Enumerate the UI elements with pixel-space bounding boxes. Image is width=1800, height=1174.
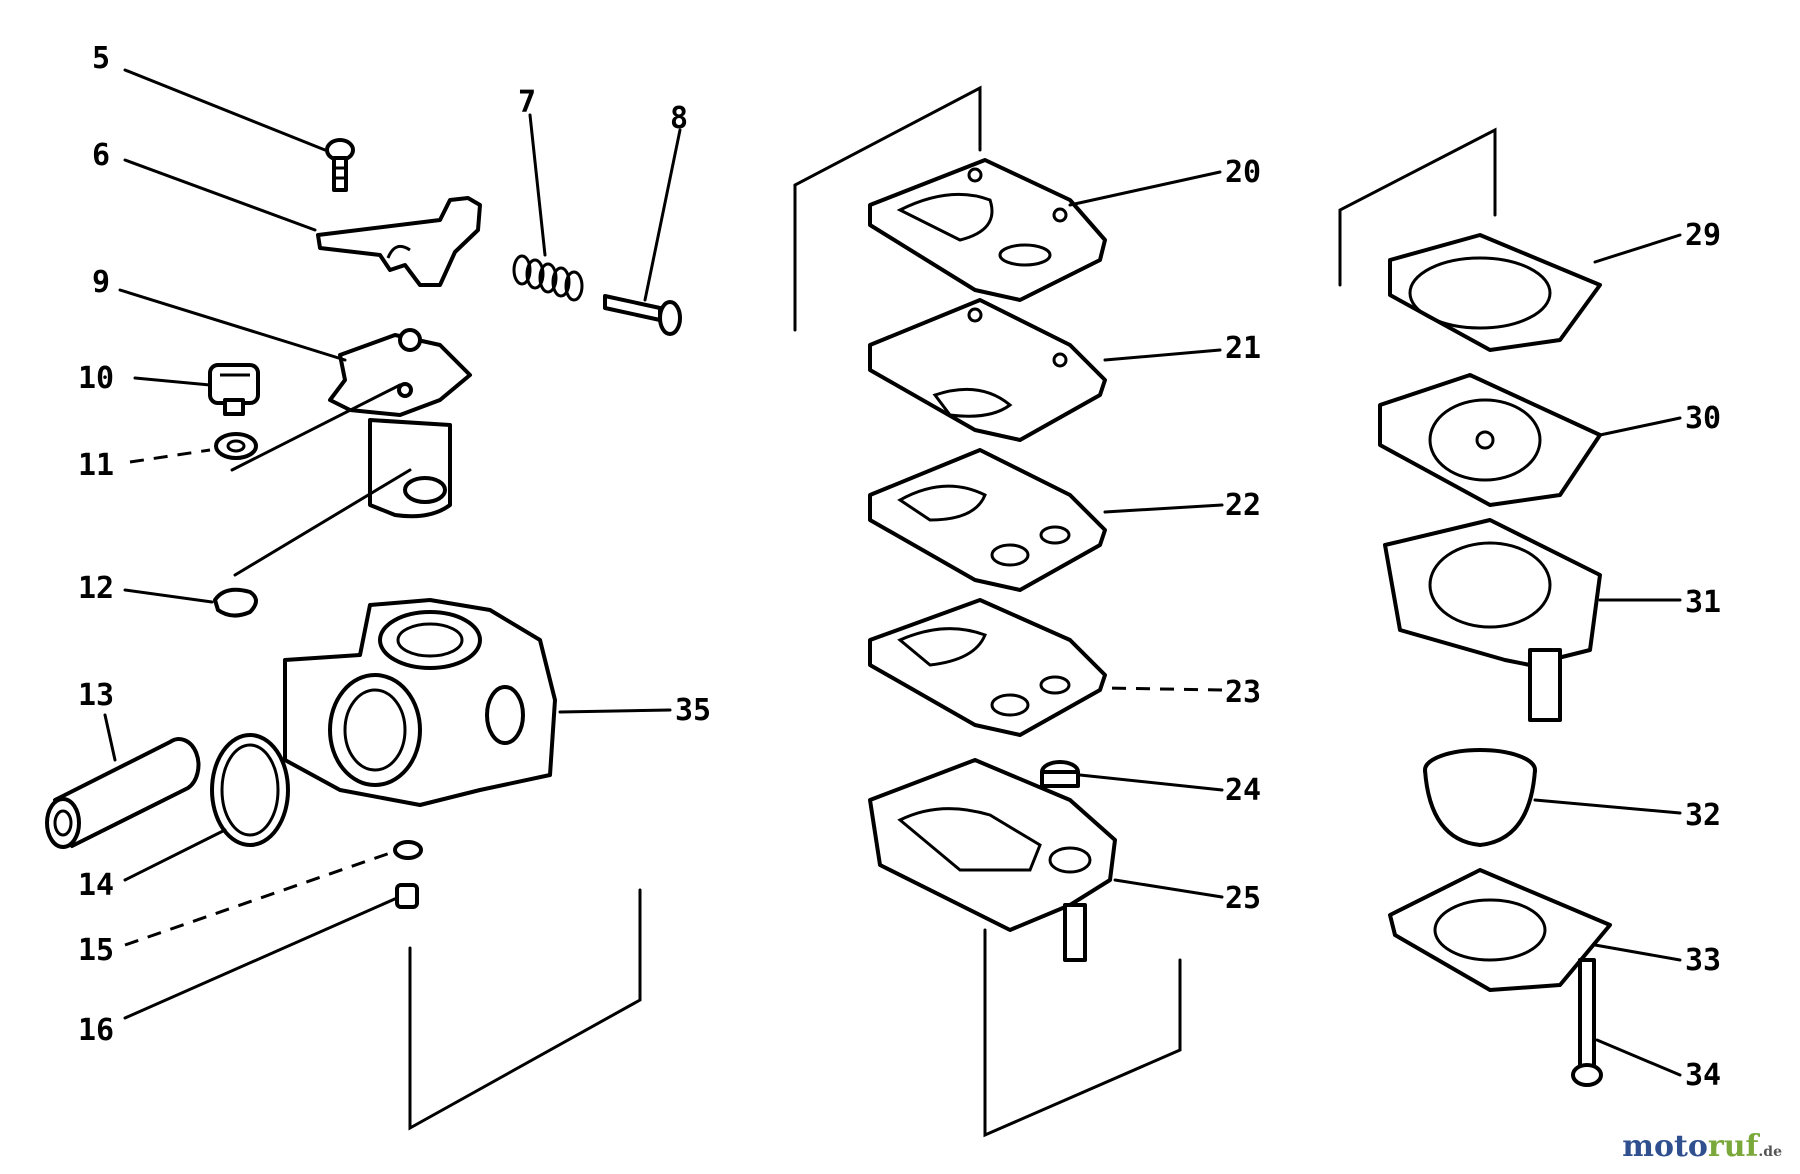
part-7-spring	[512, 254, 584, 302]
label-13: 13	[78, 678, 114, 713]
label-30: 30	[1685, 401, 1721, 436]
label-24: 24	[1225, 773, 1261, 808]
label-33: 33	[1685, 943, 1721, 978]
leader-lines	[103, 68, 1682, 1077]
label-29: 29	[1685, 218, 1721, 253]
part-35-carb-body	[283, 598, 557, 807]
part-34-screw	[1571, 958, 1603, 1087]
label-11: 11	[78, 448, 114, 483]
part-33-primer-cover	[1388, 868, 1612, 992]
watermark-logo: motoruf.de	[1622, 1129, 1782, 1164]
label-10: 10	[78, 361, 114, 396]
part-10-cap	[208, 363, 260, 416]
part-11-washer	[214, 432, 258, 460]
label-16: 16	[78, 1013, 114, 1048]
label-14: 14	[78, 868, 114, 903]
label-32: 32	[1685, 798, 1721, 833]
label-23: 23	[1225, 675, 1261, 710]
label-5: 5	[92, 41, 110, 76]
part-14-oring	[210, 733, 290, 847]
part-30-diaphragm	[1378, 373, 1602, 507]
label-34: 34	[1685, 1058, 1721, 1093]
label-15: 15	[78, 933, 114, 968]
label-25: 25	[1225, 881, 1261, 916]
part-31-diaphragm-cover	[1383, 518, 1602, 722]
part-24-plug	[1040, 760, 1080, 788]
part-22-gasket	[868, 448, 1107, 592]
label-8: 8	[670, 101, 688, 136]
part-21-gasket	[868, 298, 1107, 442]
watermark-part1: moto	[1622, 1129, 1708, 1164]
part-9-throttle-plate	[328, 328, 472, 519]
part-8-needle-screw	[603, 294, 682, 336]
part-6-bracket	[316, 196, 482, 287]
part-13-cylinder	[45, 737, 201, 849]
part-16-plug	[395, 883, 419, 909]
part-number-labels: 5 6 7 8 9 10 11 12 13 14 15 16 20 21 22 …	[78, 41, 1721, 1093]
label-21: 21	[1225, 331, 1261, 366]
watermark-part3: .de	[1758, 1144, 1782, 1160]
part-5-screw	[325, 138, 355, 192]
group-brackets	[408, 85, 1497, 1138]
part-20-gasket	[868, 158, 1107, 302]
label-20: 20	[1225, 155, 1261, 190]
label-35: 35	[675, 693, 711, 728]
part-25-pump-body	[868, 758, 1117, 962]
part-15-small-oring	[393, 840, 423, 860]
label-6: 6	[92, 138, 110, 173]
label-9: 9	[92, 265, 110, 300]
watermark-part2: ruf	[1707, 1129, 1759, 1164]
part-12-clip	[213, 587, 258, 618]
label-12: 12	[78, 571, 114, 606]
label-31: 31	[1685, 585, 1721, 620]
part-32-primer-bulb	[1423, 748, 1537, 847]
part-29-gasket	[1388, 233, 1602, 352]
part-23-gasket	[868, 598, 1107, 737]
label-22: 22	[1225, 488, 1261, 523]
label-7: 7	[518, 85, 536, 120]
